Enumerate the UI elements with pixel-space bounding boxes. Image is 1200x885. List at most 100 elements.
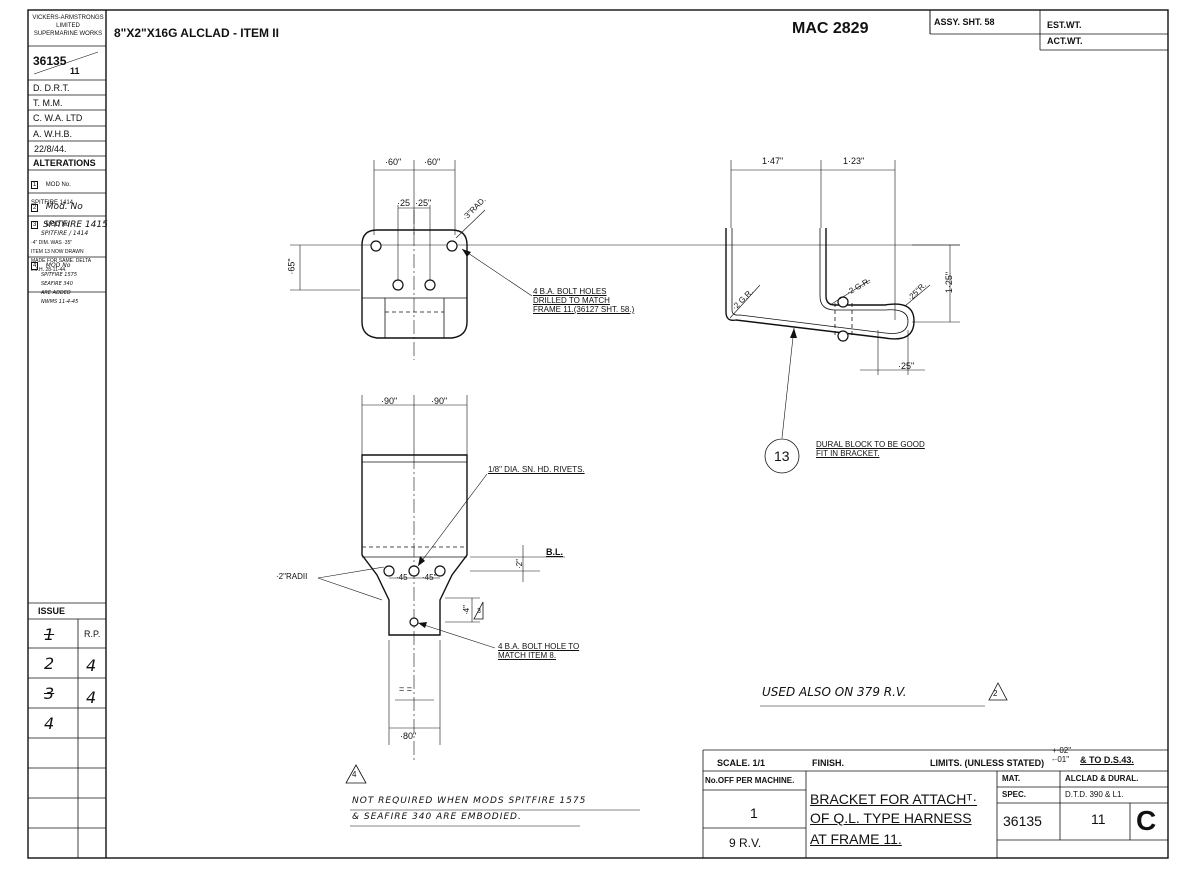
company-line-2: LIMITED [56, 23, 80, 29]
alteration-line: ARE ADDED [41, 290, 71, 296]
top-view [290, 160, 960, 360]
tab-width-dim: ·80" [400, 731, 417, 741]
balloon-note-line: FIT IN BRACKET. [816, 449, 880, 458]
top-dim-hole-left: ·25 [397, 198, 411, 208]
side-dim-top-left: 1·47" [762, 156, 784, 166]
issue-1: 1 [44, 625, 55, 644]
alteration-1: 1 MOD No. SPITFIRE 1414. [31, 173, 105, 209]
corner-radii-note: ·2"RADII [276, 572, 308, 581]
alteration-line: SPITFIRE 1414. [31, 200, 75, 206]
side-dim-height: 1·25" [944, 271, 955, 294]
alteration-number: 3 [31, 221, 39, 229]
issue-3: 3 [44, 684, 55, 703]
alterations-title: ALTERATIONS [33, 158, 96, 168]
used-also-note: USED ALSO ON 379 R.V. [762, 685, 907, 699]
signoff-traced: T. M.M. [33, 98, 63, 108]
tab-hole-note-line: MATCH ITEM 8. [498, 651, 557, 660]
alteration-line: MOD No. [45, 182, 71, 188]
flat-dim-left-half: ·90" [381, 396, 398, 406]
mat-label: MAT. [1002, 774, 1021, 783]
alteration-line: MADE FOR SAME. DELTA [31, 258, 92, 264]
signoff-drawn: D. D.R.T. [33, 83, 70, 93]
bolt-holes-note-line: FRAME 11.(36127 SHT. 58.) [533, 305, 635, 314]
tab-hole-note-line: 4 B.A. BOLT HOLE TO [498, 642, 580, 651]
bolt-holes-note-line: DRILLED TO MATCH [533, 296, 610, 305]
finish-label: FINISH. [812, 758, 845, 768]
title-line-2: OF Q.L. TYPE HARNESS [810, 810, 972, 826]
spec-label: SPEC. [1002, 790, 1027, 799]
scale-label: SCALE. 1/1 [717, 758, 766, 768]
delta-mark-4: 4 [352, 770, 357, 779]
delta-marks [345, 601, 1008, 784]
title-item-no: 11 [1091, 811, 1106, 827]
issue-1-rp: R.P. [84, 629, 101, 639]
issue-4: 4 [44, 714, 55, 733]
flat-view [317, 395, 565, 760]
alteration-line: ·4" DIM. WAS ·35" [31, 240, 73, 246]
company-line-3: SUPERMARINE WORKS [33, 31, 103, 37]
tab-hole-note: 4 B.A. BOLT HOLE TO MATCH ITEM 8. [498, 642, 579, 660]
top-dim-left-half: ·60" [385, 157, 402, 167]
per-machine-label: No.OFF PER MACHINE. [705, 776, 795, 785]
sidebar-item-no: 11 [70, 66, 80, 76]
sidebar-date: 22/8/44. [34, 144, 67, 154]
variant: 9 R.V. [729, 836, 762, 850]
bl-offset-dim: ·2" [514, 559, 524, 569]
alteration-line: Mod. No [45, 202, 83, 212]
spec-value: D.T.D. 390 & L1. [1065, 790, 1124, 799]
side-view [725, 160, 960, 474]
alteration-line: MOD No [45, 222, 70, 228]
alteration-line: L.J.H. 28-11-44. [31, 267, 67, 273]
alteration-number: 2 [31, 204, 39, 212]
alteration-number: 1 [31, 181, 39, 189]
limits-reference: & TO D.S.43. [1080, 755, 1134, 765]
rivet-dim-left: ·45 [396, 573, 408, 582]
company-name: VICKERS-ARMSTRONGS LIMITED SUPERMARINE W… [30, 14, 106, 38]
alteration-line: SEAFIRE 340 [41, 281, 73, 287]
issue-2-rp: 4 [86, 656, 97, 675]
assy-reference: ASSY. SHT. 58 [934, 17, 995, 27]
title-line-3: AT FRAME 11. [810, 831, 902, 847]
flat-dim-right-half: ·90" [431, 396, 448, 406]
alteration-line: SPITFIRE 1575 [41, 272, 78, 278]
per-machine-value: 1 [750, 805, 758, 821]
material-note: 8"X2"X16G ALCLAD - ITEM II [114, 26, 279, 40]
rivets-note: 1/8" DIA. SN. HD. RIVETS. [488, 465, 585, 474]
side-dim-top-right: 1·23" [843, 156, 865, 166]
equal-marks: = = [399, 684, 413, 694]
act-weight-label: ACT.WT. [1047, 36, 1083, 46]
issue-title: ISSUE [38, 606, 66, 616]
bolt-holes-note: 4 B.A. BOLT HOLES DRILLED TO MATCH FRAME… [533, 287, 634, 314]
top-dim-height: ·65" [286, 258, 297, 275]
alteration-number: 4 [31, 262, 39, 270]
limits-label: LIMITS. (UNLESS STATED) [930, 758, 1045, 768]
balloon-note-line: DURAL BLOCK TO BE GOOD [816, 440, 925, 449]
issue-letter: C [1136, 805, 1157, 836]
side-dim-bottom: ·25" [898, 361, 915, 371]
mod-note-line-2: & SEAFIRE 340 ARE EMBODIED. [352, 812, 522, 822]
signoff-approved: A. W.H.B. [33, 129, 73, 139]
alteration-4: 4 MOD No SPITFIRE 1575 SEAFIRE 340 ARE A… [31, 260, 107, 305]
delta-mark-3: 3 [477, 608, 481, 615]
rivet-dim-right: ·45" [422, 573, 437, 582]
alteration-3: 3 MOD No SPITFIRE / 1414 ·4" DIM. WAS ·3… [31, 219, 107, 273]
signoff-checked: C. W.A. LTD [33, 113, 83, 123]
alteration-line: SPITFIRE 1415 [43, 220, 108, 230]
title-block [702, 749, 1168, 858]
tab-dim: ·4" [461, 605, 471, 615]
sheet-border [27, 9, 1169, 859]
tolerance-plus: +·02" [1052, 746, 1072, 755]
alteration-line: MOD No [45, 262, 71, 269]
top-dim-right-half: ·60" [424, 157, 441, 167]
top-dim-hole-right: ·25" [415, 198, 432, 208]
alteration-line: ITEM 13 NOW DRAWN [31, 249, 84, 255]
alteration-2: 2 Mod. No SPITFIRE 1415 [31, 196, 108, 232]
est-weight-label: EST.WT. [1047, 20, 1082, 30]
tolerance-minus: -·01" [1052, 755, 1070, 764]
issue-3-rp: 4 [86, 688, 97, 707]
balloon-13-number: 13 [774, 448, 790, 464]
mat-value: ALCLAD & DURAL. [1065, 774, 1139, 783]
alteration-line: NWMS 11-4-45 [41, 299, 79, 305]
